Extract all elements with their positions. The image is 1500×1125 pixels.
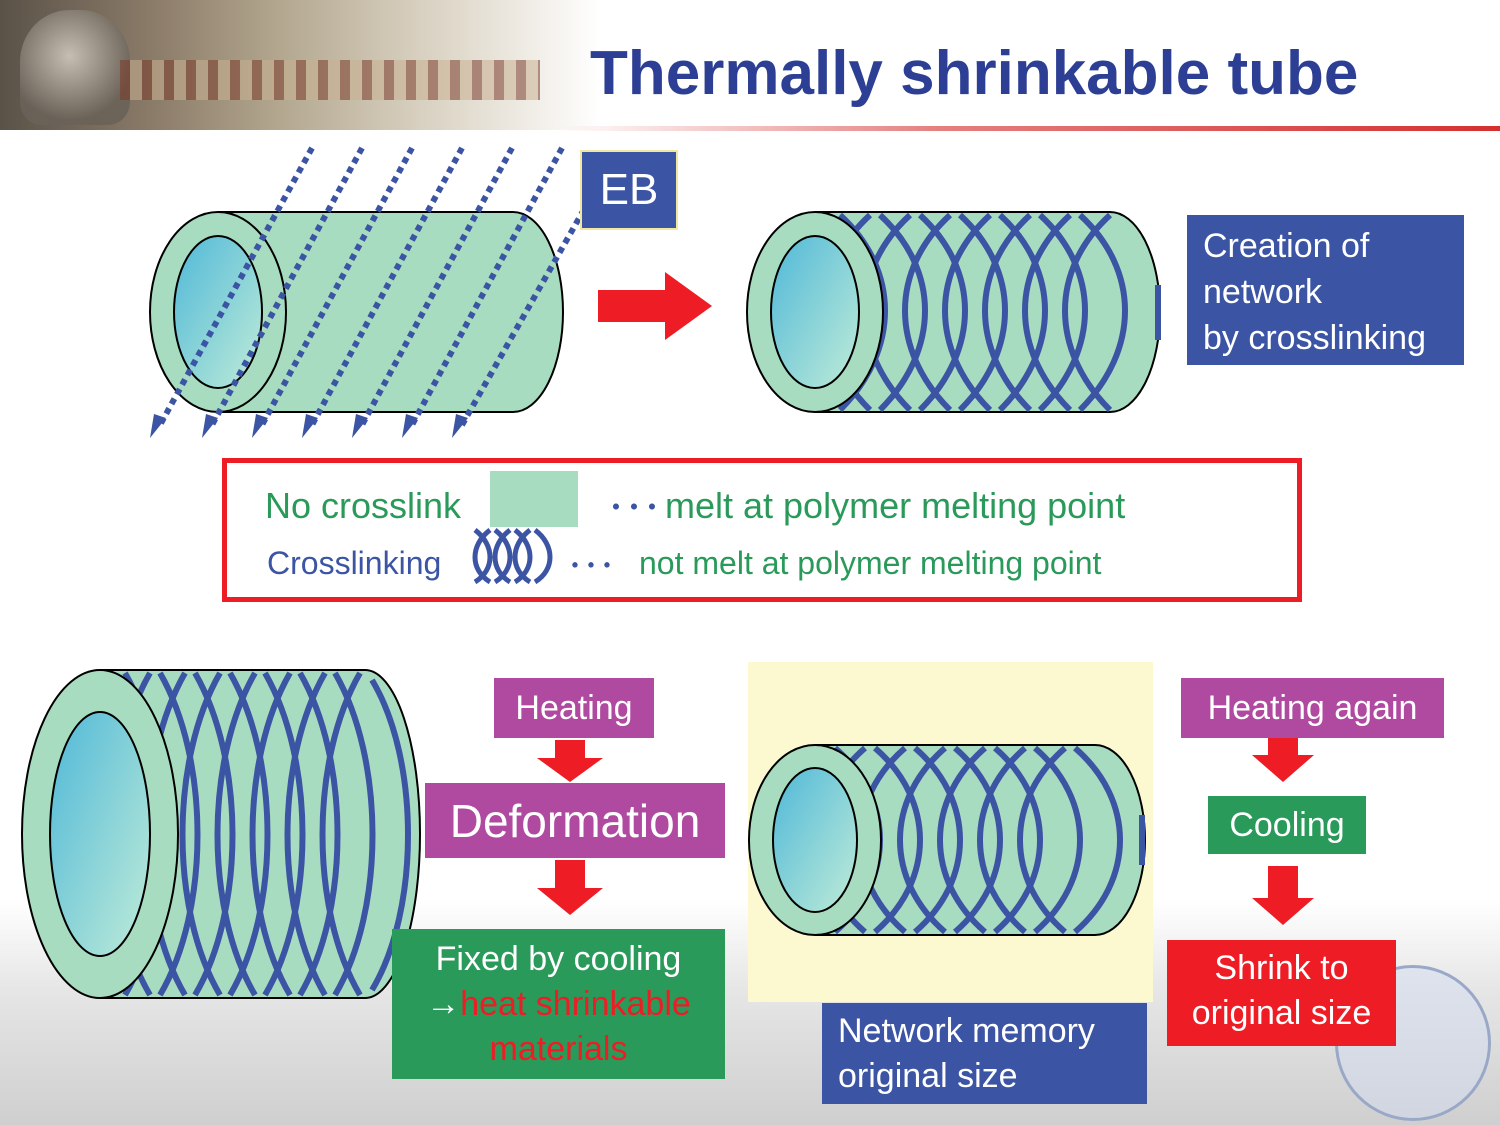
title-underline xyxy=(560,126,1500,131)
memory-tube xyxy=(748,744,1146,936)
stone-lion-image xyxy=(20,10,130,125)
fixed-line-3: materials xyxy=(489,1030,628,1068)
shrink-to-original-label: Shrink to original size xyxy=(1167,940,1396,1046)
legend-no-crosslink-label: No crosslink xyxy=(265,485,462,526)
legend-crosslinking-label: Crosslinking xyxy=(267,545,442,581)
red-down-arrows xyxy=(537,722,1314,925)
no-crosslink-swatch xyxy=(490,471,578,527)
heating-again-step-label: Heating again xyxy=(1181,678,1444,738)
legend-melt-text: melt at polymer melting point xyxy=(665,485,1126,526)
deformation-step-label: Deformation xyxy=(425,783,725,858)
eb-label: EB xyxy=(580,150,678,230)
creation-of-network-label: Creation of network by crosslinking xyxy=(1187,215,1464,365)
legend-not-melt-text: not melt at polymer melting point xyxy=(639,545,1102,581)
plain-tube xyxy=(149,211,564,413)
crosslinked-tube xyxy=(746,211,1161,413)
fixed-arrow: → xyxy=(426,985,461,1023)
red-arrow-right xyxy=(598,272,712,340)
slide-title: Thermally shrinkable tube xyxy=(590,39,1359,108)
shrink-line-2: original size xyxy=(1191,994,1372,1032)
creation-line-3: by crosslinking xyxy=(1203,319,1426,357)
header-photo xyxy=(0,0,600,130)
temple-eave-image xyxy=(120,60,540,100)
shrink-line-1: Shrink to xyxy=(1214,949,1349,987)
network-memory-label: Network memory original size xyxy=(822,1003,1147,1104)
fixed-line-2: →heat shrinkable xyxy=(392,982,725,1027)
memory-line-2: original size xyxy=(838,1057,1018,1095)
crosslink-swatch-icon xyxy=(472,528,553,585)
creation-line-2: network xyxy=(1203,273,1323,311)
cooling-step-label: Cooling xyxy=(1208,796,1366,854)
creation-line-1: Creation of xyxy=(1203,227,1370,265)
fixed-by-cooling-label: Fixed by cooling →heat shrinkable materi… xyxy=(392,929,725,1079)
memory-line-1: Network memory xyxy=(838,1012,1095,1050)
expanded-tube xyxy=(21,669,421,999)
legend-dots-2: ･･･ xyxy=(567,548,616,584)
fixed-line-1: Fixed by cooling xyxy=(435,940,682,978)
legend-box: No crosslink ･･･ melt at polymer melting… xyxy=(222,458,1302,602)
legend-dots-1: ･･･ xyxy=(607,487,661,528)
heating-step-label: Heating xyxy=(494,678,654,738)
fixed-heat-shrinkable: heat shrinkable xyxy=(460,985,691,1023)
electron-beam-arrows xyxy=(150,146,598,438)
